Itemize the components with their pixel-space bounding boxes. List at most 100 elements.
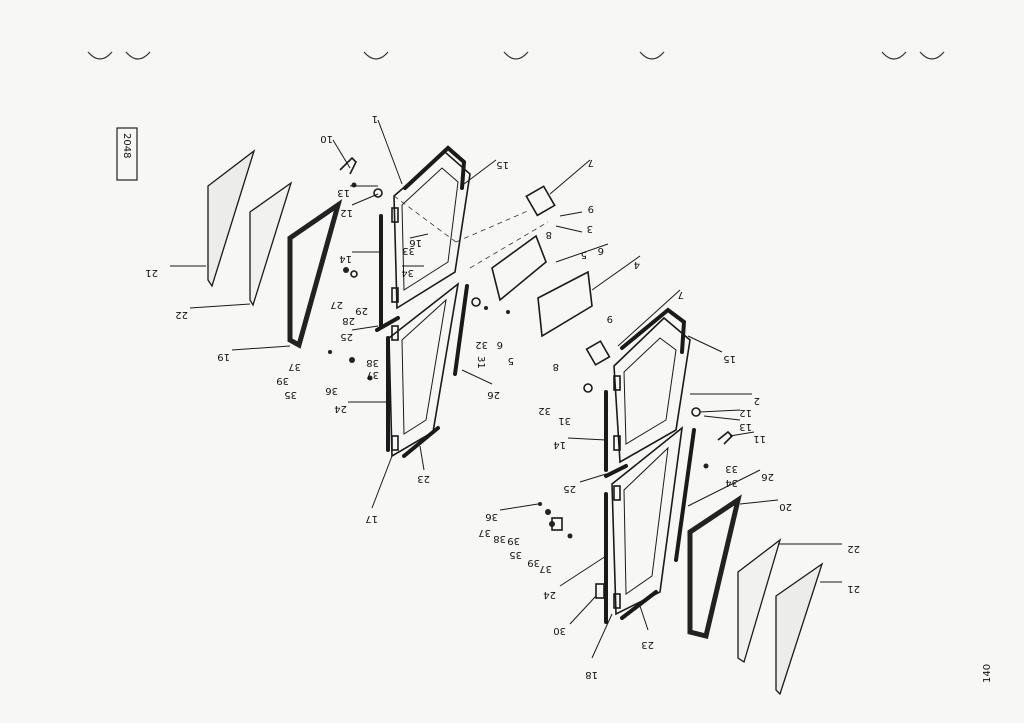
right-washer-12 — [691, 407, 701, 417]
right-fastener-39 — [549, 521, 555, 527]
left-fastener-37 — [328, 350, 332, 354]
callout-label: 21 — [145, 267, 158, 278]
leader-line — [371, 455, 393, 509]
binder-hole — [87, 51, 113, 60]
callout-label: 25 — [563, 483, 576, 494]
left-hinge — [391, 287, 399, 303]
callout-label: 4 — [634, 259, 640, 270]
right-lower-door-frame — [611, 426, 684, 616]
right-bracket-30 — [595, 583, 605, 599]
left-washer — [350, 270, 358, 278]
callout-label: 22 — [847, 543, 860, 554]
leader-line — [699, 409, 741, 413]
assembly-line — [469, 221, 549, 269]
left-fastener-6 — [484, 306, 488, 310]
left-fastener-38 — [349, 357, 355, 363]
callout-label: 23 — [641, 639, 654, 650]
leader-line — [567, 437, 607, 441]
right-seal-23 — [620, 590, 658, 620]
right-lock-7 — [585, 340, 611, 366]
callout-label: 37 — [478, 527, 491, 538]
right-fastener-31 — [583, 383, 593, 393]
callout-label: 36 — [485, 511, 498, 522]
left-panel-4 — [537, 270, 593, 338]
binder-hole — [363, 51, 389, 60]
callout-label: 38 — [493, 533, 506, 544]
callout-label: 30 — [553, 625, 566, 636]
leader-line — [377, 119, 403, 185]
callout-label: 22 — [175, 309, 188, 320]
callout-label: 28 — [342, 315, 355, 326]
leader-line — [569, 595, 597, 625]
leader-line — [409, 233, 429, 239]
callout-label: 35 — [509, 549, 522, 560]
left-door-assembly — [207, 145, 593, 458]
callout-label: 37 — [288, 361, 301, 372]
left-screw — [343, 267, 349, 273]
right-handle-11 — [717, 430, 734, 445]
left-fastener-5 — [506, 310, 510, 314]
leader-line — [351, 193, 379, 206]
callout-label: 18 — [585, 669, 598, 680]
leader-line — [559, 555, 607, 587]
left-hinge — [391, 435, 399, 451]
callout-label: 14 — [553, 439, 566, 450]
leader-line — [703, 415, 741, 421]
callout-label: 38 — [366, 357, 379, 368]
left-lower-door-frame — [388, 282, 460, 458]
right-glass-pane-21 — [775, 562, 824, 696]
leader-line — [463, 159, 497, 185]
callout-label: 8 — [546, 229, 552, 240]
leader-line — [555, 243, 609, 263]
callout-label: 15 — [723, 353, 736, 364]
leader-line — [559, 211, 583, 217]
left-hinge — [391, 325, 399, 341]
left-upper-seal-15 — [403, 145, 467, 190]
leader-line — [729, 431, 755, 437]
figure-code-box — [116, 127, 138, 181]
right-hinge — [613, 593, 621, 609]
callout-label: 7 — [588, 157, 594, 168]
figure-code: 2048 — [121, 133, 132, 158]
left-lock-7 — [525, 185, 556, 217]
callout-label: 1 — [372, 113, 378, 124]
callout-label: 39 — [527, 557, 540, 568]
leader-lines — [170, 119, 842, 659]
leader-line — [579, 473, 607, 483]
callout-label: 17 — [365, 513, 378, 524]
callout-labels: 1 10 13 12 15 7 9 8 3 16 33 34 14 21 22 … — [145, 113, 860, 680]
right-seal-frame-20 — [687, 494, 742, 640]
left-washer — [373, 188, 383, 198]
binder-hole — [503, 51, 529, 60]
callout-label: 31 — [558, 415, 571, 426]
callout-label: 14 — [339, 253, 352, 264]
callout-label: 6 — [598, 245, 604, 256]
callout-label: 25 — [340, 331, 353, 342]
right-lower-door-inner — [623, 446, 669, 595]
leader-line — [461, 369, 493, 385]
callout-label: 35 — [284, 389, 297, 400]
callout-label: 9 — [607, 313, 613, 324]
callout-label: 11 — [753, 433, 766, 444]
right-door-assembly — [538, 307, 824, 696]
callout-label: 39 — [507, 535, 520, 546]
callout-label: 31 — [475, 356, 486, 369]
callout-label: 5 — [581, 249, 587, 260]
callout-label: 29 — [355, 305, 368, 316]
callout-label: 6 — [497, 339, 503, 350]
callout-label: 27 — [330, 299, 343, 310]
callout-label: 10 — [320, 133, 333, 144]
assembly-line — [455, 209, 531, 243]
right-fastener-37 — [567, 533, 573, 539]
callout-label: 34 — [725, 477, 738, 488]
leader-line — [687, 469, 761, 507]
leader-line — [739, 499, 779, 505]
leader-line — [687, 335, 723, 353]
callout-label: 34 — [401, 267, 414, 278]
leader-line — [617, 289, 681, 347]
leader-line — [351, 325, 379, 331]
callout-label: 5 — [508, 355, 514, 366]
page-number: 140 — [982, 664, 993, 683]
